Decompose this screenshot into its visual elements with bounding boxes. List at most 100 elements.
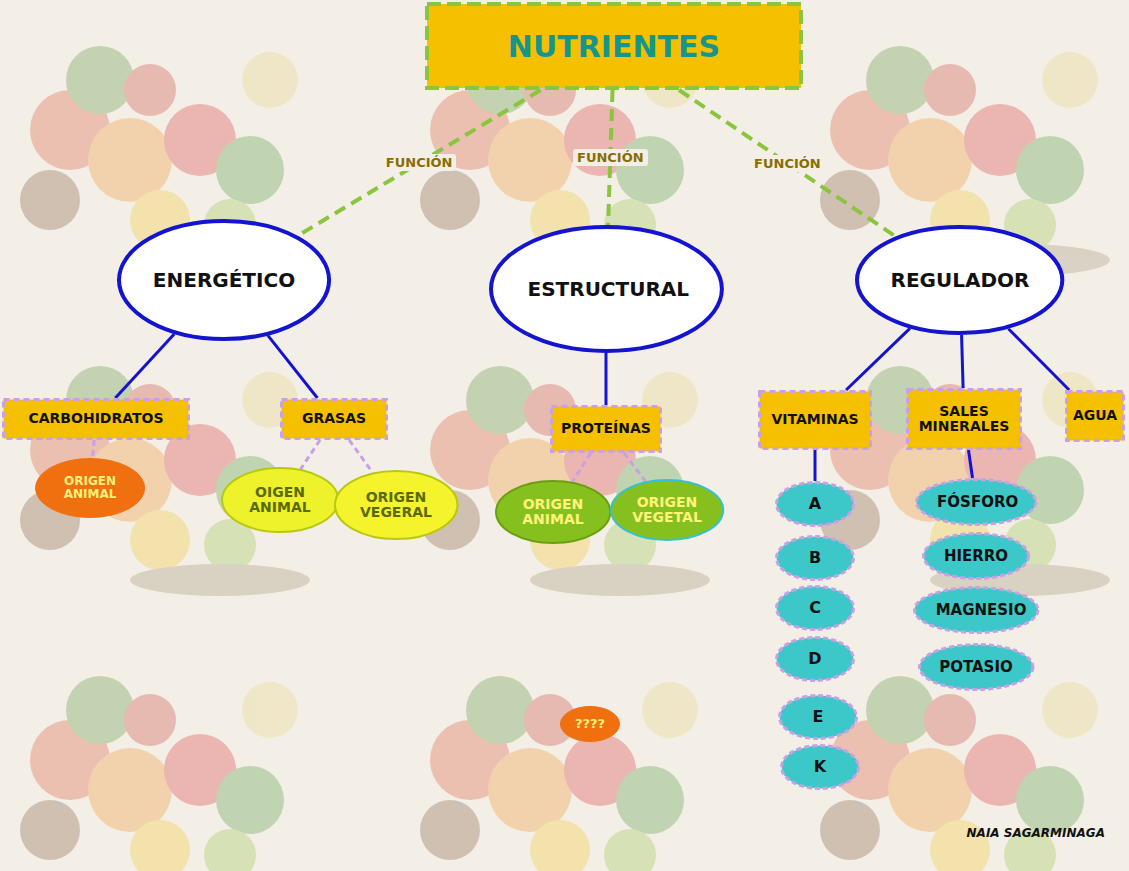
food-item: [130, 510, 190, 570]
origin-ellipse: ORIGEN VEGERAL: [334, 470, 458, 540]
connector: [1008, 329, 1069, 390]
node-label: PROTEÍNAS: [561, 421, 651, 436]
food-item: [88, 748, 172, 832]
nutrient-box: PROTEÍNAS: [550, 405, 662, 453]
text-group: ????: [575, 717, 605, 731]
food-item: [924, 694, 976, 746]
text-group: GRASAS: [302, 411, 366, 426]
rect-outline: [760, 392, 871, 449]
food-item: [66, 676, 134, 744]
text-group: C: [809, 599, 821, 617]
food-item: [1016, 766, 1084, 834]
food-item: [420, 800, 480, 860]
food-item: [616, 766, 684, 834]
node-label: VITAMINAS: [771, 412, 858, 427]
food-item: [1016, 136, 1084, 204]
food-item: [888, 118, 972, 202]
food-item: [604, 829, 656, 871]
connector: [349, 440, 372, 473]
node-label: C: [809, 599, 821, 617]
node-label: AGUA: [1073, 408, 1117, 423]
food-cluster: [20, 676, 310, 871]
fish-shape: [530, 564, 710, 596]
nutrient-box: VITAMINAS: [758, 390, 872, 450]
text-group: VITAMINAS: [771, 412, 858, 427]
food-cluster: [820, 676, 1110, 871]
title-box: NUTRIENTES: [425, 2, 803, 90]
food-item: [924, 64, 976, 116]
food-item: [888, 748, 972, 832]
vitamin-pill: K: [780, 744, 860, 790]
function-ellipse: REGULADOR: [855, 225, 1064, 335]
ellipse-outline: [780, 696, 857, 739]
node-label: REGULADOR: [891, 269, 1030, 291]
food-item: [242, 682, 298, 738]
text-group: ORIGEN ANIMAL: [516, 497, 589, 528]
ellipse-outline: [777, 587, 854, 630]
ellipse-outline: [916, 480, 1035, 525]
connector: [301, 440, 320, 469]
text-group: ORIGEN VEGERAL: [356, 490, 435, 521]
food-item: [866, 676, 934, 744]
text-group: HIERRO: [944, 548, 1008, 565]
node-label: SALES MINERALES: [914, 404, 1014, 435]
rect-outline: [4, 400, 189, 439]
node-label: ????: [575, 717, 605, 731]
ellipse-outline: [491, 227, 722, 351]
connector: [268, 336, 317, 398]
edge-label: FUNCIÓN: [382, 154, 457, 171]
food-item: [20, 800, 80, 860]
vitamin-pill: C: [775, 585, 855, 631]
origin-ellipse: ORIGEN VEGETAL: [610, 479, 724, 541]
unknown-node: ????: [560, 706, 620, 742]
food-cluster: [420, 676, 710, 871]
food-item: [124, 64, 176, 116]
node-label: GRASAS: [302, 411, 366, 426]
ellipse-outline: [919, 645, 1032, 690]
food-item: [488, 118, 572, 202]
vitamin-pill: D: [775, 636, 855, 682]
rect-outline: [1066, 392, 1123, 441]
function-ellipse: ENERGÉTICO: [117, 219, 331, 341]
mineral-pill: FÓSFORO: [915, 478, 1037, 526]
node-label: POTASIO: [939, 659, 1013, 676]
food-item: [642, 682, 698, 738]
connector: [115, 334, 174, 398]
node-label: ESTRUCTURAL: [528, 278, 685, 300]
text-group: B: [809, 549, 821, 567]
text-group: MAGNESIO: [936, 602, 1017, 619]
text-group: POTASIO: [939, 659, 1013, 676]
author-label: NAIA SAGARMINAGA: [967, 826, 1105, 840]
node-label: HIERRO: [944, 548, 1008, 565]
ellipse-outline: [496, 481, 610, 543]
text-group: ENERGÉTICO: [153, 269, 295, 291]
text-group: PROTEÍNAS: [561, 421, 651, 436]
nutrient-box: GRASAS: [280, 398, 388, 440]
text-group: NUTRIENTES: [508, 30, 720, 63]
food-item: [216, 136, 284, 204]
mineral-pill: MAGNESIO: [913, 586, 1039, 634]
food-item: [204, 829, 256, 871]
ellipse-outline: [914, 588, 1037, 633]
node-label: E: [813, 708, 824, 726]
connector: [604, 353, 607, 405]
food-item: [530, 820, 590, 871]
origin-ellipse: ORIGEN ANIMAL: [35, 458, 145, 518]
connector: [814, 450, 817, 481]
mineral-pill: POTASIO: [918, 643, 1034, 691]
ellipse-outline: [119, 221, 329, 339]
node-label: A: [809, 495, 821, 513]
vitamin-pill: B: [775, 535, 855, 581]
ellipse-outline: [222, 468, 338, 532]
text-group: ESTRUCTURAL: [528, 278, 685, 300]
text-group: REGULADOR: [891, 269, 1030, 291]
ellipse-outline: [335, 471, 457, 539]
ellipse-outline: [782, 746, 859, 789]
food-item: [420, 170, 480, 230]
text-group: E: [813, 708, 824, 726]
food-item: [616, 136, 684, 204]
ellipse-outline: [777, 638, 854, 681]
node-label: MAGNESIO: [936, 602, 1017, 619]
connector: [624, 453, 645, 481]
rect-outline: [908, 390, 1021, 449]
